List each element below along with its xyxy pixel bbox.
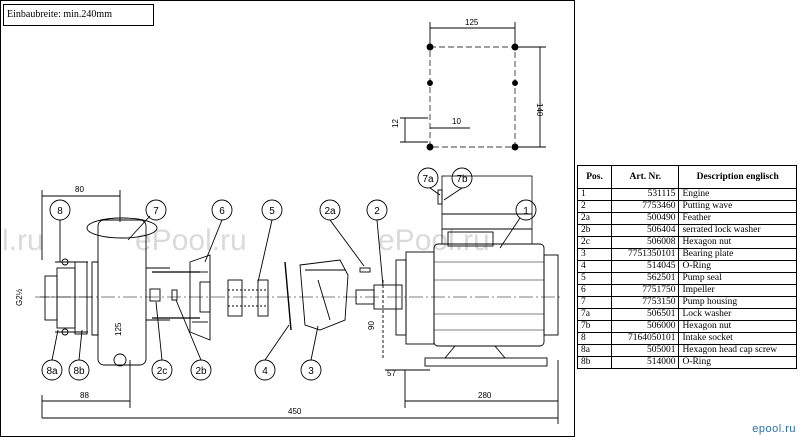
cell-art: 7164050101 — [611, 332, 680, 345]
cell-art: 506404 — [611, 224, 680, 237]
dim-125: 125 — [465, 18, 479, 27]
cell-desc: serrated lock washer — [678, 224, 797, 237]
dim-450: 450 — [288, 407, 302, 416]
cell-pos: 4 — [576, 260, 613, 273]
cell-pos: 6 — [576, 284, 613, 297]
cell-desc: Pump housing — [678, 296, 797, 309]
cell-pos: 7 — [576, 296, 613, 309]
site-logo: epool.ru — [752, 423, 796, 435]
cell-art: 531115 — [611, 188, 680, 201]
dim-125-vertical: 125 — [114, 322, 123, 336]
cell-pos: 3 — [576, 248, 613, 261]
cell-art: 505001 — [611, 344, 680, 357]
cell-pos: 7b — [576, 320, 613, 333]
cell-desc: Lock washer — [678, 308, 797, 321]
cell-pos: 2c — [576, 236, 613, 249]
dim-80: 80 — [75, 185, 84, 194]
cell-desc: Pump seal — [678, 272, 797, 285]
cell-art: 7751350101 — [611, 248, 680, 261]
cell-art: 7753460 — [611, 200, 680, 213]
cell-desc: Feather — [678, 212, 797, 225]
cell-pos: 2 — [576, 200, 613, 213]
cell-desc: O-Ring — [678, 260, 797, 273]
cell-pos: 8 — [576, 332, 613, 345]
callout-7b: 7b — [456, 174, 468, 185]
callout-8: 8 — [57, 206, 63, 217]
cell-art: 514000 — [611, 356, 680, 369]
cell-desc: Hexagon nut — [678, 320, 797, 333]
cell-pos: 2b — [576, 224, 613, 237]
cell-desc: O-Ring — [678, 356, 797, 369]
callout-3: 3 — [308, 366, 314, 377]
exploded-pump-drawing: l.ru ePool.ru ePool.ru — [0, 0, 575, 437]
cell-art: 500490 — [611, 212, 680, 225]
watermark-center: ePool.ru — [135, 224, 247, 257]
callout-4: 4 — [262, 366, 268, 377]
watermark-left: l.ru — [2, 224, 44, 257]
cell-desc: Putting wave — [678, 200, 797, 213]
cell-pos: 5 — [576, 272, 613, 285]
header-art-nr: Art. Nr. — [611, 165, 680, 189]
dim-10: 10 — [452, 117, 461, 126]
callout-2b: 2b — [195, 366, 207, 377]
cell-art: 7753150 — [611, 296, 680, 309]
callout-2a: 2a — [324, 206, 336, 217]
cell-art: 506501 — [611, 308, 680, 321]
callout-8a: 8a — [46, 366, 58, 377]
cell-pos: 8b — [576, 356, 613, 369]
callout-8b: 8b — [73, 366, 85, 377]
callout-7: 7 — [153, 206, 159, 217]
cell-desc: Hexagon nut — [678, 236, 797, 249]
cell-art: 7751750 — [611, 284, 680, 297]
dim-88: 88 — [80, 391, 89, 400]
cell-desc: Intake socket — [678, 332, 797, 345]
cell-art: 506000 — [611, 320, 680, 333]
cell-art: 506008 — [611, 236, 680, 249]
callout-2c: 2c — [157, 366, 168, 377]
callout-2: 2 — [374, 206, 380, 217]
cell-pos: 7a — [576, 308, 613, 321]
callout-6: 6 — [219, 206, 225, 217]
dim-thread: G2½ — [15, 288, 24, 306]
cell-desc: Hexagon head cap screw — [678, 344, 797, 357]
callout-1: 1 — [523, 206, 529, 217]
header-pos: Pos. — [576, 165, 613, 189]
cell-desc: Bearing plate — [678, 248, 797, 261]
dim-140: 140 — [535, 103, 544, 117]
dim-12: 12 — [391, 119, 400, 128]
cell-art: 514045 — [611, 260, 680, 273]
cell-art: 562501 — [611, 272, 680, 285]
installation-width-note: Einbaubreite: min.240mm — [3, 4, 154, 26]
dim-90: 90 — [367, 321, 376, 330]
dim-57: 57 — [387, 369, 396, 378]
callout-7a: 7a — [422, 174, 434, 185]
cell-pos: 8a — [576, 344, 613, 357]
cell-pos: 2a — [576, 212, 613, 225]
table-header-row: Pos. Art. Nr. Description englisch — [576, 165, 797, 189]
callout-5: 5 — [269, 206, 275, 217]
cell-desc: Impeller — [678, 284, 797, 297]
dim-280: 280 — [478, 391, 492, 400]
cell-desc: Engine — [678, 188, 797, 201]
header-description: Description englisch — [678, 165, 797, 189]
cell-pos: 1 — [576, 188, 613, 201]
